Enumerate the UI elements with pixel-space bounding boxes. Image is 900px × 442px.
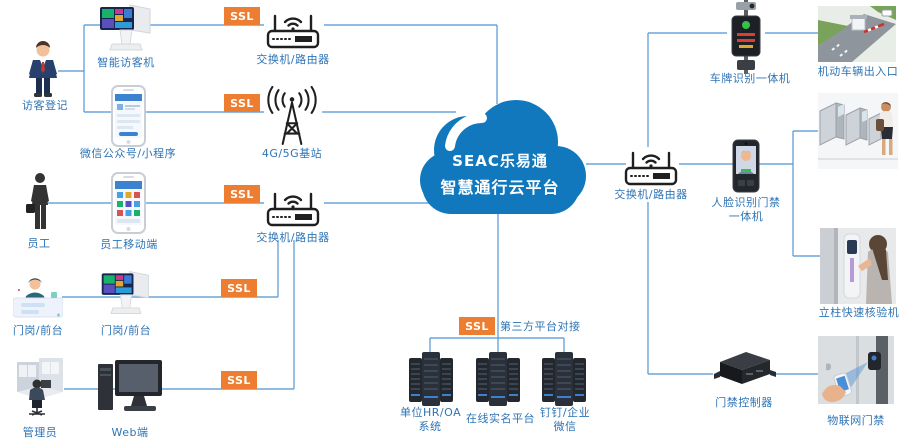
admin-label: 管理员 bbox=[22, 426, 58, 439]
smart-visitor-machine-label: 智能访客机 bbox=[97, 56, 155, 69]
server-realname-label: 在线实名平台 bbox=[466, 412, 535, 425]
cloud-title-line1: SEAC乐易通 bbox=[452, 152, 548, 170]
base-station-label: 4G/5G基站 bbox=[261, 147, 323, 160]
guard-desk-icon bbox=[13, 274, 63, 320]
face-recognition-icon bbox=[732, 139, 760, 193]
admin-desk-icon bbox=[15, 358, 65, 416]
door-controller-icon bbox=[710, 348, 776, 390]
vehicle-entrance-photo bbox=[818, 6, 896, 62]
third-party-label: 第三方平台对接 bbox=[500, 320, 581, 333]
guard-pos-machine-icon bbox=[98, 268, 154, 318]
employee-mobile-icon bbox=[111, 172, 146, 234]
base-station-icon bbox=[264, 86, 320, 146]
iot-door-photo bbox=[818, 336, 894, 404]
server-dingtalk-icon bbox=[541, 350, 587, 408]
server-dingtalk-label: 钉钉/企业 微信 bbox=[539, 406, 591, 434]
visitor-label: 访客登记 bbox=[22, 99, 68, 112]
router-left-icon bbox=[264, 184, 322, 228]
pillar-verifier-photo bbox=[820, 228, 896, 304]
ssl-badge-4: SSL bbox=[221, 279, 257, 297]
employee-mobile-label: 员工移动端 bbox=[100, 238, 158, 251]
router-top-icon bbox=[264, 6, 322, 50]
guard-pos-label: 门岗/前台 bbox=[100, 324, 152, 337]
iot-door-label: 物联网门禁 bbox=[827, 414, 885, 427]
ssl-badge-2: SSL bbox=[224, 94, 260, 112]
employee-label: 员工 bbox=[27, 237, 51, 250]
visitor-person-icon bbox=[24, 40, 62, 98]
router-top-label: 交换机/路由器 bbox=[256, 53, 330, 66]
server-hr-label: 单位HR/OA 系统 bbox=[400, 406, 462, 434]
plate-recognition-icon bbox=[724, 0, 768, 74]
ssl-badge-5: SSL bbox=[221, 371, 257, 389]
web-label: Web端 bbox=[111, 426, 149, 439]
cloud-platform bbox=[410, 94, 590, 220]
router-right-icon bbox=[622, 143, 680, 187]
ssl-badge-1: SSL bbox=[224, 7, 260, 25]
guard-desk-label: 门岗/前台 bbox=[12, 324, 64, 337]
speed-gate-photo bbox=[818, 93, 898, 169]
wechat-label: 微信公众号/小程序 bbox=[79, 147, 177, 160]
server-hr-icon bbox=[408, 350, 454, 408]
face-recognition-label: 人脸识别门禁 一体机 bbox=[711, 196, 781, 224]
server-realname-icon bbox=[475, 350, 521, 408]
smart-visitor-machine-icon bbox=[96, 3, 156, 53]
router-right-label: 交换机/路由器 bbox=[614, 188, 688, 201]
cloud-title-line2: 智慧通行云平台 bbox=[440, 178, 560, 197]
door-controller-label: 门禁控制器 bbox=[715, 396, 773, 409]
ssl-badge-6: SSL bbox=[459, 317, 495, 335]
employee-person-icon bbox=[26, 172, 52, 234]
pillar-verifier-label: 立柱快速核验机 bbox=[818, 306, 900, 319]
plate-recognition-label: 车牌识别一体机 bbox=[709, 72, 791, 85]
wechat-phone-icon bbox=[111, 85, 146, 147]
ssl-badge-3: SSL bbox=[224, 185, 260, 203]
router-left-label: 交换机/路由器 bbox=[256, 231, 330, 244]
vehicle-entrance-label: 机动车辆出入口 bbox=[817, 65, 899, 78]
web-computer-icon bbox=[96, 358, 164, 416]
cloud-title: SEAC乐易通 智慧通行云平台 bbox=[415, 150, 585, 198]
